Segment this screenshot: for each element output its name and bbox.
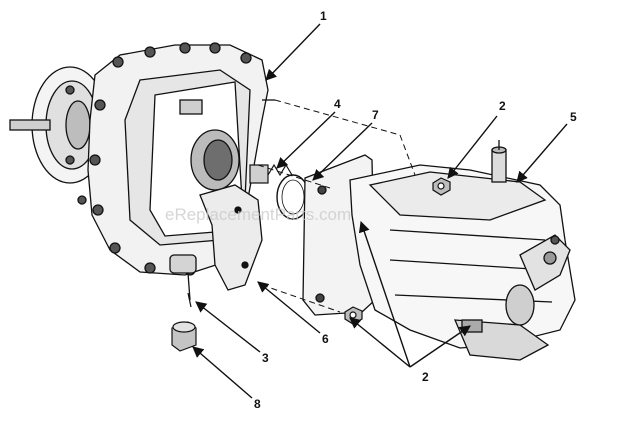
callout-3: 3	[262, 351, 269, 365]
callout-1: 1	[320, 9, 327, 23]
leader-5	[516, 123, 568, 183]
callout-4: 4	[334, 97, 341, 111]
shaft-spring-part-4	[249, 163, 293, 184]
watermark: eReplacementParts.com	[165, 205, 351, 224]
leader-2-lower-c	[409, 325, 471, 368]
callout-6: 6	[322, 332, 329, 346]
cap-part-8	[171, 321, 197, 352]
engine-housing-part-1	[9, 42, 275, 301]
callout-2-lower: 2	[422, 370, 429, 384]
alignment-lines	[257, 99, 416, 313]
leader-8	[192, 346, 253, 399]
callout-5: 5	[570, 110, 577, 124]
nut-part-2-upper	[432, 177, 451, 196]
callout-7: 7	[372, 108, 379, 122]
leader-1	[265, 23, 321, 81]
leader-3	[195, 301, 261, 353]
callout-leaders	[192, 23, 568, 399]
leader-2-lower-a	[358, 220, 411, 368]
pin-part-3	[187, 292, 192, 308]
leader-2-lower-b	[349, 317, 411, 368]
leader-7	[312, 122, 373, 181]
transmission-part-5	[302, 140, 576, 361]
leader-2-upper	[447, 115, 498, 179]
callout-2-upper: 2	[499, 99, 506, 113]
leader-4	[276, 111, 336, 169]
leader-6	[257, 281, 321, 334]
callout-8: 8	[254, 397, 261, 411]
